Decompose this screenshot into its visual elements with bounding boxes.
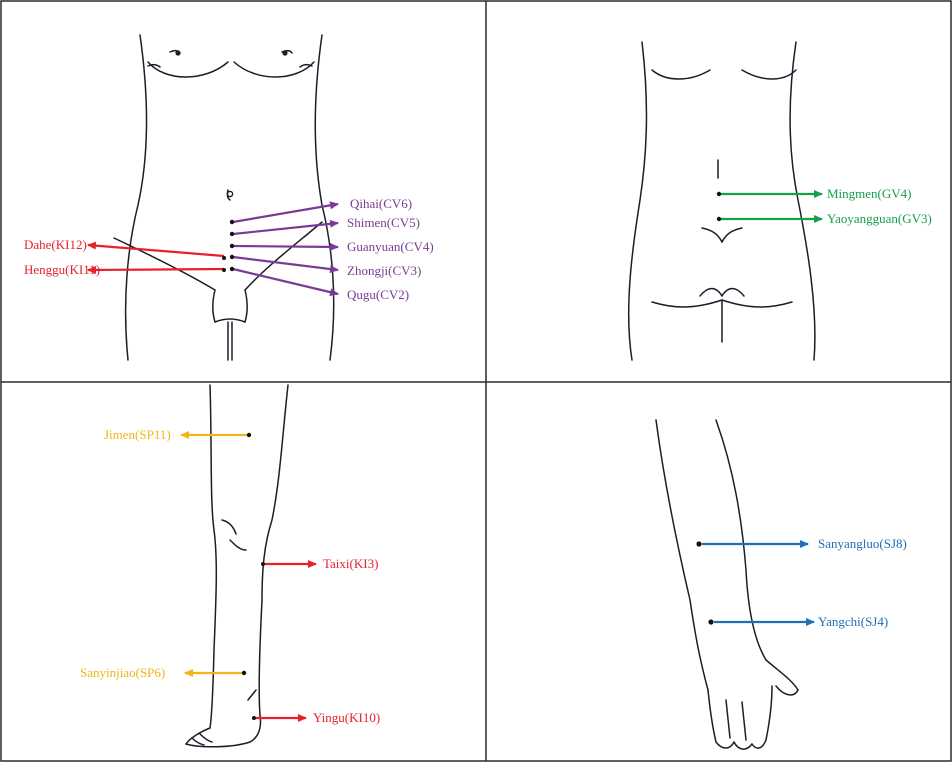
right-nipple-mark — [282, 50, 287, 55]
qihai-arrow — [233, 204, 338, 222]
leg-outline — [186, 385, 288, 747]
jimen-label: Jimen(SP11) — [104, 427, 171, 442]
henggu-point — [222, 268, 226, 272]
navel-mark — [227, 191, 232, 196]
sanyinjiao-label: Sanyinjiao(SP6) — [80, 665, 165, 680]
leg-panel: Jimen(SP11) Taixi(KI3) Sanyinjiao(SP6) Y… — [80, 385, 380, 747]
henggu-arrow — [88, 269, 224, 270]
yaoyangguan-point — [717, 217, 721, 221]
zhongji-label: Zhongji(CV3) — [347, 263, 421, 278]
sanyangluo-label: Sanyangluo(SJ8) — [818, 536, 907, 551]
yangchi-label: Yangchi(SJ4) — [818, 614, 888, 629]
back-torso-outline — [629, 42, 815, 360]
arm-outline — [656, 420, 798, 749]
dahe-label: Dahe(KI12) — [24, 237, 87, 252]
shimen-label: Shimen(CV5) — [347, 215, 420, 230]
guanyuan-point — [230, 244, 234, 248]
qugu-arrow — [233, 269, 338, 294]
sanyinjiao-point — [242, 671, 246, 675]
henggu-label: Henggu(KI11) — [24, 262, 100, 277]
jimen-point — [247, 433, 251, 437]
qihai-label: Qihai(CV6) — [350, 196, 412, 211]
front-torso-outline — [114, 35, 334, 360]
qihai-point — [230, 220, 234, 224]
yaoyangguan-label: Yaoyangguan(GV3) — [827, 211, 932, 226]
yangchi-point — [708, 619, 713, 624]
back-panel: Mingmen(GV4) Yaoyangguan(GV3) — [629, 42, 932, 360]
guanyuan-label: Guanyuan(CV4) — [347, 239, 434, 254]
dahe-arrow — [88, 245, 224, 256]
qugu-point — [230, 267, 234, 271]
left-nipple-mark — [175, 50, 180, 55]
yingu-point — [252, 716, 256, 720]
taixi-label: Taixi(KI3) — [323, 556, 378, 571]
shimen-arrow — [233, 223, 338, 234]
taixi-point — [261, 562, 265, 566]
abdomen-panel: Qihai(CV6) Shimen(CV5) Guanyuan(CV4) Zho… — [24, 35, 434, 360]
mingmen-label: Mingmen(GV4) — [827, 186, 912, 201]
zhongji-point — [230, 255, 234, 259]
yingu-label: Yingu(KI10) — [313, 710, 380, 725]
zhongji-arrow — [233, 257, 338, 270]
shimen-point — [230, 232, 234, 236]
qugu-label: Qugu(CV2) — [347, 287, 409, 302]
dahe-point — [222, 256, 226, 260]
sanyangluo-point — [696, 541, 701, 546]
mingmen-point — [717, 192, 721, 196]
guanyuan-arrow — [233, 246, 338, 247]
arm-panel: Sanyangluo(SJ8) Yangchi(SJ4) — [656, 420, 907, 749]
